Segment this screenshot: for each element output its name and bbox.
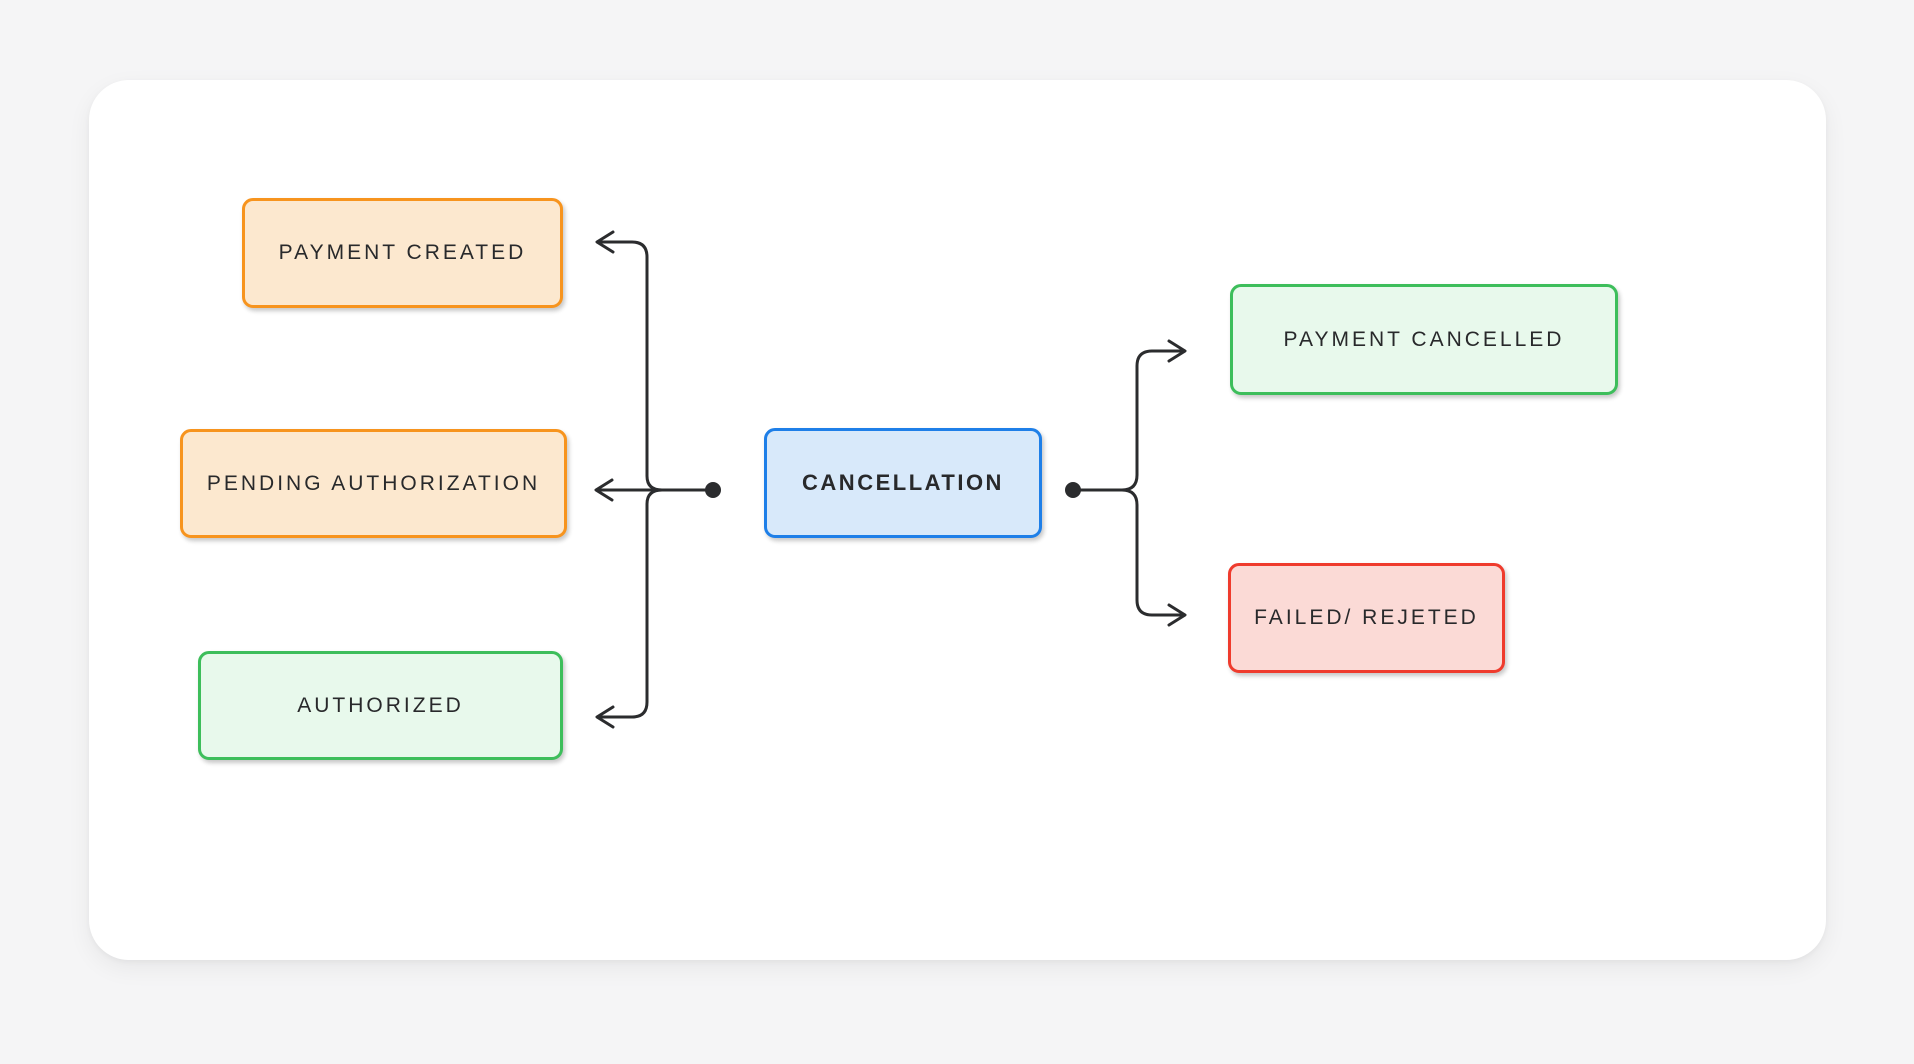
- node-label: PAYMENT CREATED: [278, 241, 527, 264]
- node-payment-created: PAYMENT CREATED: [242, 198, 563, 308]
- node-cancellation: CANCELLATION: [764, 428, 1042, 538]
- node-payment-cancelled: PAYMENT CANCELLED: [1230, 284, 1618, 395]
- node-failed-rejected: FAILED/ REJETED: [1228, 563, 1505, 673]
- node-authorized: AUTHORIZED: [198, 651, 563, 760]
- node-label: PENDING AUTHORIZATION: [206, 471, 541, 495]
- node-pending-authorization: PENDING AUTHORIZATION: [180, 429, 567, 538]
- node-label: PAYMENT CANCELLED: [1283, 327, 1565, 351]
- node-label: CANCELLATION: [802, 470, 1004, 495]
- node-label: AUTHORIZED: [297, 693, 464, 717]
- node-label: FAILED/ REJETED: [1254, 606, 1479, 629]
